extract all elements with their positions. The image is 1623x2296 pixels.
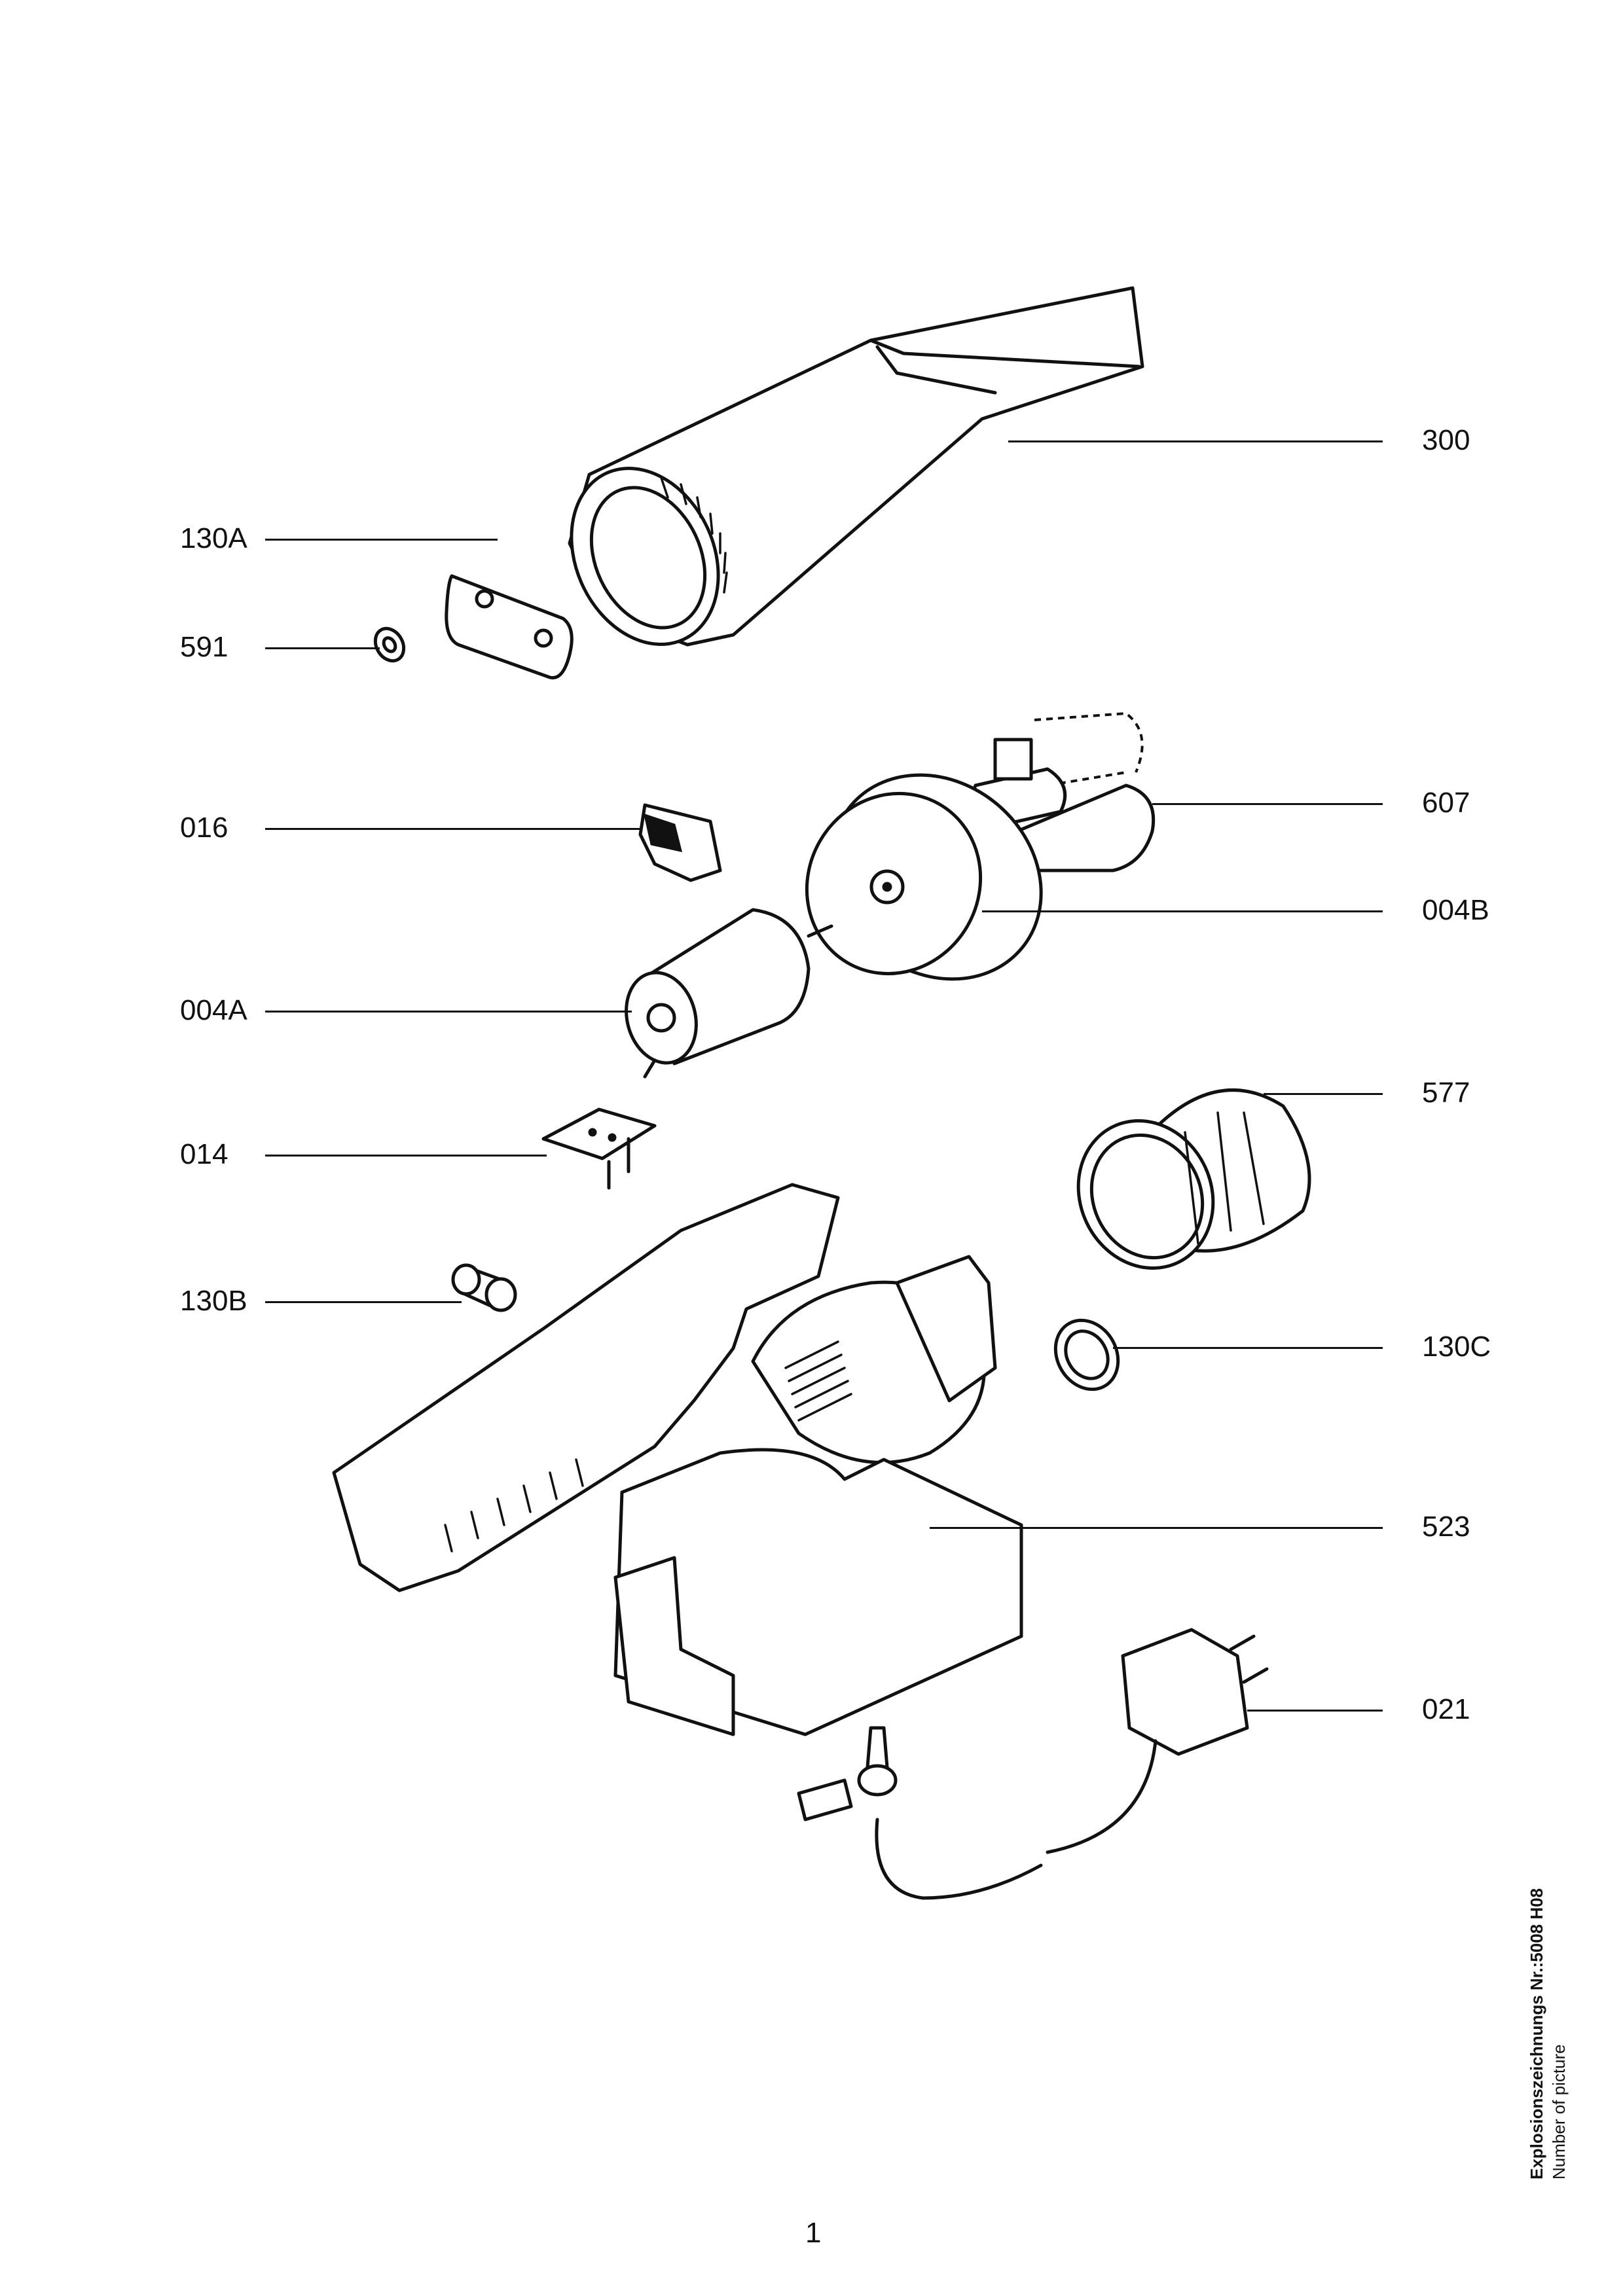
leader-607 (1152, 803, 1383, 805)
leader-014 (265, 1155, 547, 1157)
leader-016 (265, 828, 642, 830)
part-591-nut (373, 626, 406, 663)
page-number: 1 (805, 2217, 822, 2249)
callout-523: 523 (1422, 1511, 1470, 1543)
callout-300: 300 (1422, 424, 1470, 456)
leader-004B (982, 910, 1383, 912)
caption-number-of-picture: Number of picture (1549, 2044, 1569, 2179)
part-130A-plate (445, 574, 574, 680)
part-021-charger (797, 1628, 1269, 1900)
callout-021: 021 (1422, 1693, 1470, 1725)
part-014-circuit-board (541, 1107, 657, 1190)
leader-004A (265, 1011, 632, 1013)
leader-300 (1008, 440, 1383, 442)
callout-130B: 130B (180, 1285, 247, 1317)
callout-004A: 004A (180, 994, 247, 1026)
callout-591: 591 (180, 631, 228, 663)
part-130C-ring (1053, 1318, 1120, 1391)
callout-014: 014 (180, 1138, 228, 1170)
part-004A-motor (625, 908, 833, 1079)
part-housing (332, 1183, 1023, 1736)
leader-130A (265, 539, 498, 541)
part-300-crevice-nozzle (568, 286, 1144, 647)
leader-591 (265, 647, 380, 649)
part-577-filter (1076, 1088, 1311, 1270)
leader-021 (1247, 1710, 1383, 1712)
part-016-switch (638, 803, 722, 882)
callout-130A: 130A (180, 522, 247, 554)
caption-drawing-number: Explosionszeichnungs Nr.:5008 H08 (1527, 1888, 1546, 2179)
leader-523 (930, 1527, 1383, 1529)
callout-607: 607 (1422, 787, 1470, 819)
drawing-number-caption: Explosionszeichnungs Nr.:5008 H08 Number… (1525, 1813, 1578, 2179)
part-130B-sleeve (451, 1263, 517, 1312)
callout-016: 016 (180, 812, 228, 844)
callout-004B: 004B (1422, 894, 1489, 926)
part-004B-fan (805, 773, 1043, 981)
leader-130C (1113, 1347, 1383, 1349)
part-607-battery-pack (969, 711, 1156, 872)
leader-577 (1264, 1093, 1383, 1095)
callout-130C: 130C (1422, 1331, 1491, 1363)
leader-130B (265, 1301, 462, 1303)
callout-577: 577 (1422, 1077, 1470, 1109)
